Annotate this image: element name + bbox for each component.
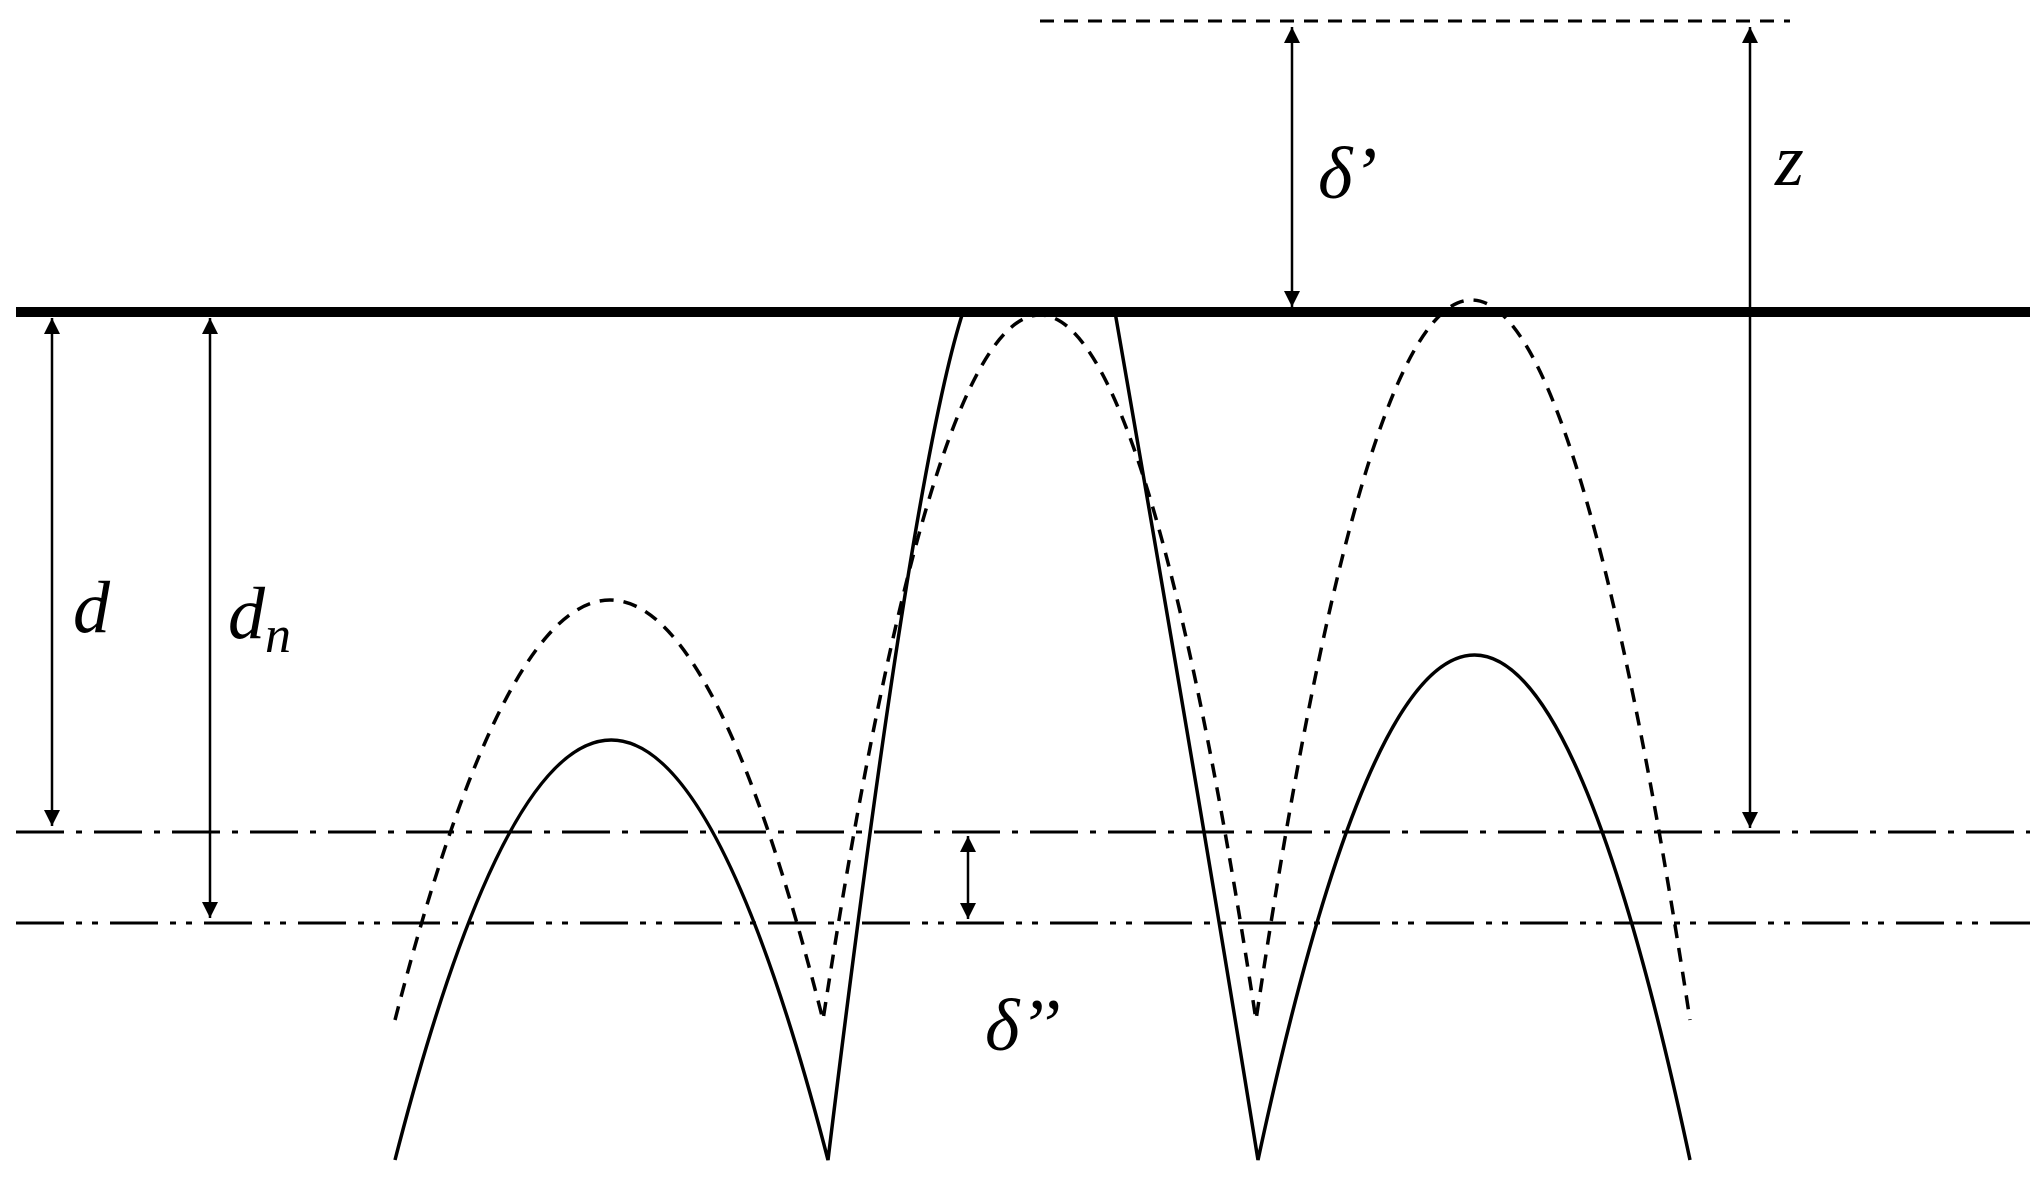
deformed-asperity-profile: [393, 310, 1692, 1161]
original-asperity-profile: [393, 298, 1692, 1021]
label-dn-subscript: n: [265, 607, 291, 664]
label-z: z: [1774, 120, 1804, 202]
label-d: d: [73, 567, 111, 649]
label-dn-base: d: [228, 573, 266, 655]
label-delta-prime: δ’: [1318, 133, 1377, 215]
label-dn: dn: [228, 573, 291, 664]
label-delta-double-prime: δ’’: [985, 985, 1060, 1067]
